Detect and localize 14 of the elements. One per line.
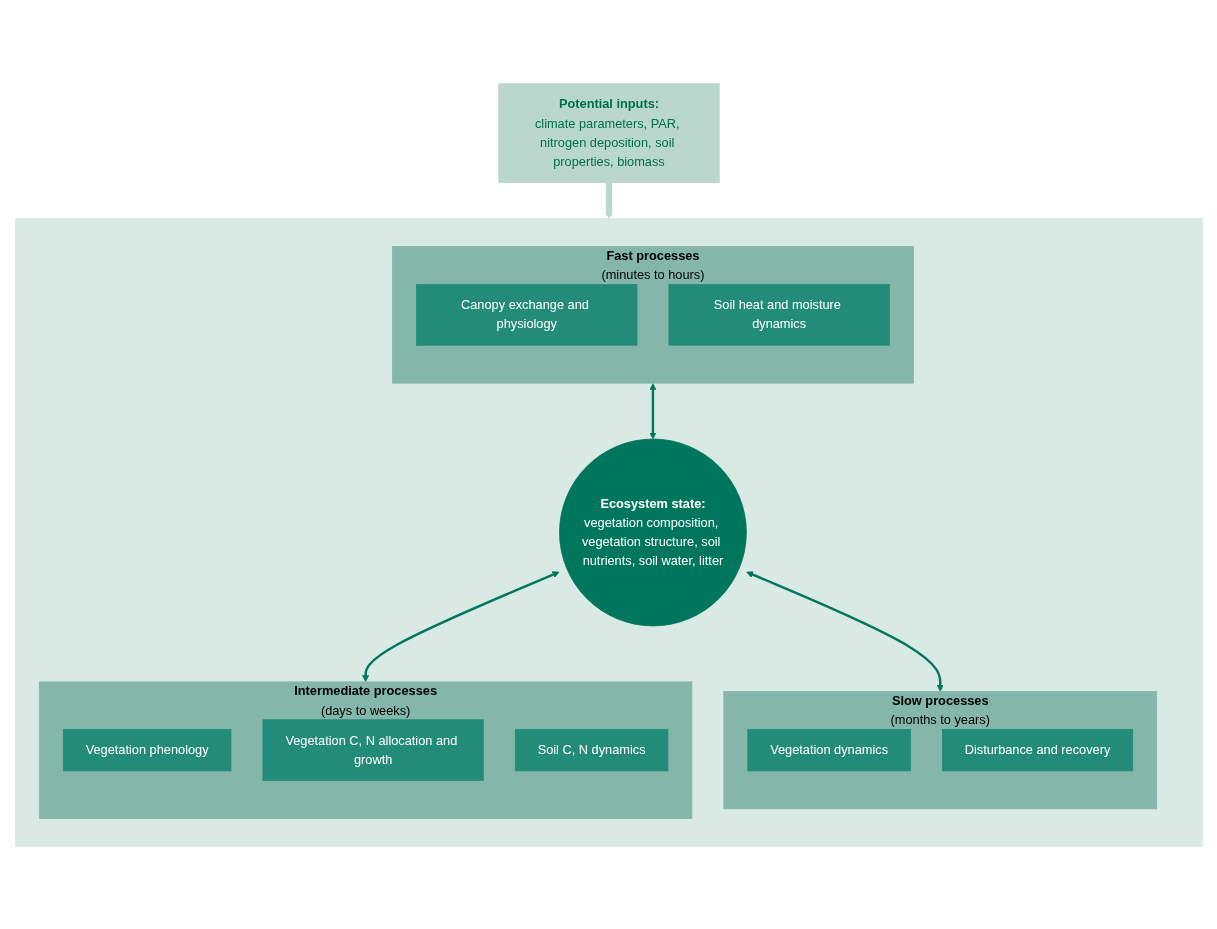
cluster bbox=[14, 217, 1203, 847]
node-box: Soil heat and moisture dynamics bbox=[668, 283, 890, 346]
node-box: Vegetation dynamics bbox=[746, 728, 911, 771]
node-box: Vegetation C, N allocation and growth bbox=[262, 718, 484, 781]
node-box: Vegetation phenology bbox=[62, 728, 231, 771]
arrow bbox=[361, 570, 560, 682]
arrow bbox=[648, 382, 656, 439]
arrow bbox=[605, 182, 612, 219]
node-box: Canopy exchange and physiology bbox=[415, 283, 637, 346]
arrow bbox=[745, 570, 944, 692]
node-box: Disturbance and recovery bbox=[941, 728, 1133, 771]
node-box: Soil C, N dynamics bbox=[514, 728, 668, 771]
node-circle: Ecosystem state: vegetation composition, vegetation structure, soil nutrients, soil water, litter bbox=[558, 438, 747, 626]
node-box: Potential inputs: climate parameters, PAR, nitrogen deposition, soil properties, biomass bbox=[497, 82, 720, 183]
